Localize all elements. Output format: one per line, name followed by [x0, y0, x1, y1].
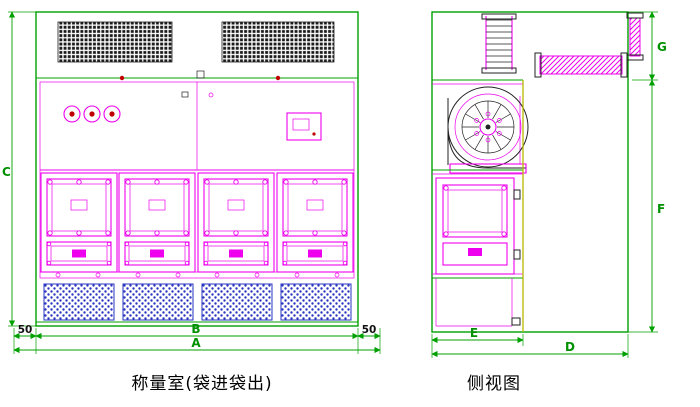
hinge-icon: [513, 189, 521, 200]
dim-label-g: G: [657, 40, 667, 54]
front-dimensions: C 50 B 50 A: [2, 11, 381, 354]
side-exhaust-filter: [626, 12, 644, 61]
side-view: G F E D 侧视图: [431, 11, 667, 394]
dim-label-50-left: 50: [18, 324, 33, 336]
filter-hatch: [539, 55, 623, 75]
fan-base: [449, 163, 527, 174]
intake-grilles: [43, 283, 352, 321]
vent-grid-right: [221, 21, 335, 63]
front-view: C 50 B 50 A 称量室(袋进袋出): [2, 11, 381, 394]
foot-block-icon: [511, 317, 521, 326]
base-frame: [435, 278, 521, 327]
dim-label-c: C: [2, 165, 11, 179]
dim-label-a: A: [191, 336, 201, 350]
control-panel: [286, 112, 322, 141]
pressure-gauge-icon: [83, 105, 101, 123]
exhaust-ladder-filter: [481, 13, 517, 74]
fitting-marks: [119, 70, 281, 98]
side-dimensions: G F E D: [431, 11, 667, 358]
exhaust-vents: [57, 21, 335, 63]
sensor-mark-icon: [208, 92, 214, 98]
pressure-gauge-icon: [103, 105, 121, 123]
dim-label-b: B: [191, 322, 200, 336]
kick-strip: [40, 271, 354, 278]
gauge-needle-dot: [69, 111, 75, 117]
top-hepa-filter: [534, 52, 628, 78]
extension-lines: [8, 11, 381, 354]
cabinet-outline: [35, 11, 359, 327]
gauge-needle-dot: [89, 111, 95, 117]
vent-grid-left: [57, 21, 173, 63]
indicator-led-icon: [312, 132, 316, 136]
dim-label-e: E: [470, 326, 478, 340]
front-view-title: 称量室(袋进袋出): [131, 374, 272, 394]
fitting-mark-icon: [275, 75, 281, 81]
control-box: [286, 112, 322, 141]
lifting-lug-icon: [196, 70, 205, 79]
side-view-title: 侧视图: [467, 374, 521, 394]
volute-scroll: [447, 126, 526, 169]
sensor-mark-icon: [181, 91, 189, 98]
pressure-gauge-icon: [63, 105, 81, 123]
gauge-needle-dot: [109, 111, 115, 117]
intake-grille: [280, 283, 352, 321]
dim-label-50-right: 50: [362, 324, 377, 336]
ladder-rungs: [486, 19, 512, 63]
fitting-mark-icon: [119, 75, 125, 81]
dim-label-d: D: [565, 340, 575, 354]
intake-grille: [122, 283, 194, 321]
gauge-cluster: [63, 105, 121, 123]
filter-hatch: [629, 17, 641, 57]
extension-lines: [431, 11, 658, 358]
fan-housing: [447, 86, 529, 168]
fan-hub: [479, 118, 497, 136]
side-outline: [431, 11, 629, 333]
blower-fan: [447, 86, 529, 174]
control-display: [292, 118, 310, 131]
hinge-icon: [513, 249, 521, 260]
door-panels: [40, 172, 354, 273]
side-door-panel: [435, 177, 521, 275]
dim-label-f: F: [657, 202, 665, 216]
door-panel: [197, 172, 275, 273]
door-panel: [118, 172, 196, 273]
door-handle: [468, 248, 482, 256]
door-panel: [40, 172, 118, 273]
intake-grille: [201, 283, 273, 321]
fan-blades: [462, 101, 514, 153]
intake-grille: [43, 283, 115, 321]
door-panel: [276, 172, 354, 273]
